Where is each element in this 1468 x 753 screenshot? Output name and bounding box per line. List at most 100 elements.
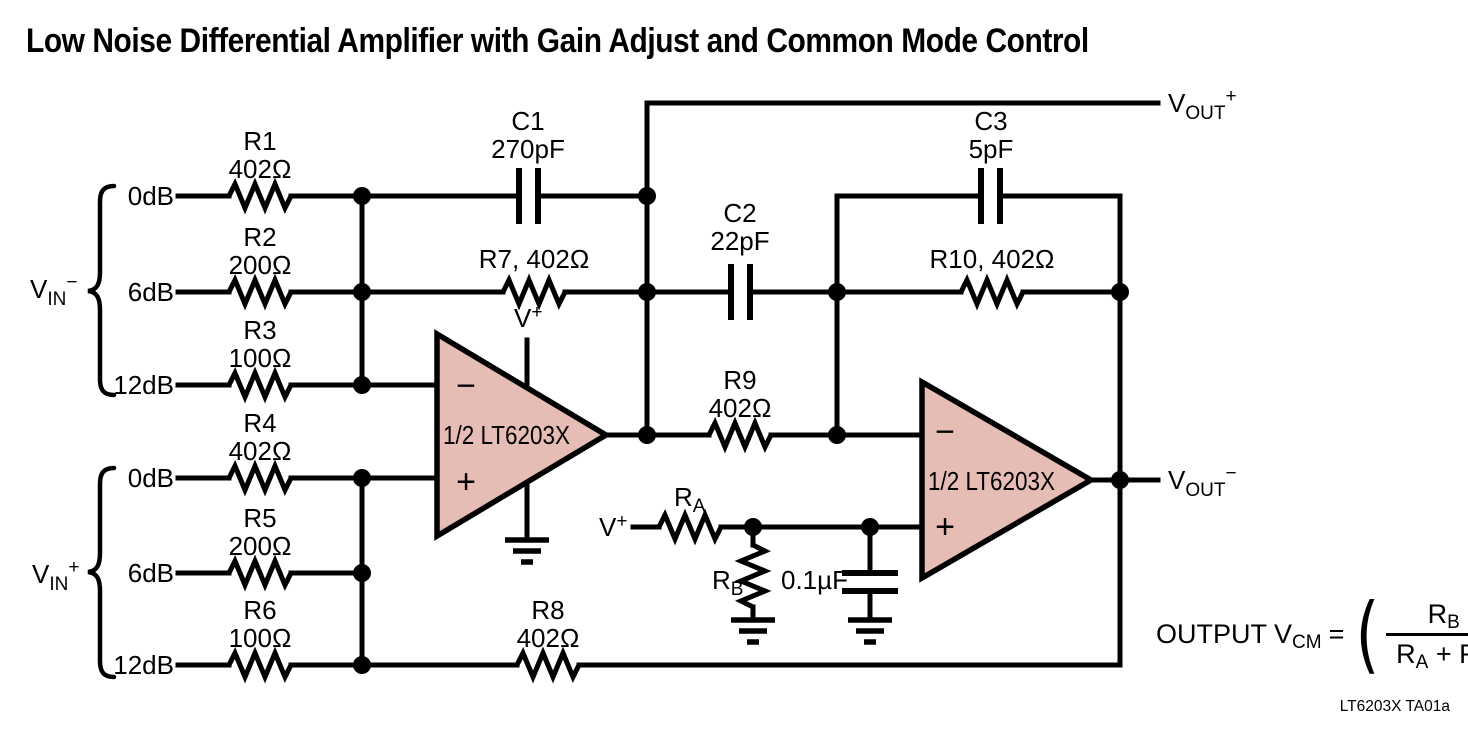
resistor-ra-symbol xyxy=(656,508,724,546)
formula-num-sub: B xyxy=(1447,611,1460,633)
resistor-r7-symbol xyxy=(500,273,568,311)
opamp1-label: 1/2 LT6203X xyxy=(443,420,570,450)
tap-label-vinminus-6db: 6dB xyxy=(128,277,174,307)
capacitor-c1-value: 270pF xyxy=(491,134,565,164)
resistor-r10-symbol xyxy=(958,273,1026,311)
resistor-ra-label: RA xyxy=(674,482,706,517)
resistor-r5-name: R5 xyxy=(243,503,276,533)
resistor-r9-name: R9 xyxy=(723,365,756,395)
resistor-r2-value: 200Ω xyxy=(229,250,292,280)
opamp1-triangle xyxy=(434,329,612,541)
junction-dot xyxy=(353,376,371,394)
resistor-r2-name: R2 xyxy=(243,222,276,252)
resistor-r3-value: 100Ω xyxy=(229,343,292,373)
figure-reference: LT6203X TA01a xyxy=(1340,698,1451,715)
capacitor-symbols xyxy=(516,168,1003,594)
formula-prefix-sub: CM xyxy=(1292,631,1322,653)
cm-vplus-label: V+ xyxy=(599,511,627,542)
junction-dot xyxy=(828,283,846,301)
junction-dot xyxy=(828,426,846,444)
junction-dot xyxy=(638,187,656,205)
resistor-r1-value: 402Ω xyxy=(229,154,292,184)
wires xyxy=(175,100,1161,668)
resistor-r5-value: 200Ω xyxy=(229,531,292,561)
junction-dot xyxy=(353,564,371,582)
formula-open-paren: ( xyxy=(1355,585,1380,683)
ground-bars xyxy=(505,537,549,565)
opamp2-label: 1/2 LT6203X xyxy=(928,466,1055,496)
resistor-r8-value: 402Ω xyxy=(517,623,580,653)
vout-plus-label: VOUT+ xyxy=(1168,86,1237,124)
junction-dot xyxy=(1111,471,1129,489)
junction-dot xyxy=(353,656,371,674)
resistor-r9-value: 402Ω xyxy=(709,393,772,423)
resistor-r6-value: 100Ω xyxy=(229,623,292,653)
capacitor-c1-name: C1 xyxy=(511,106,544,136)
output-vcm-formula: OUTPUT VCM = ( RB RA + RB ) V+ xyxy=(1156,588,1468,680)
ground-bars xyxy=(731,617,775,645)
junction-dot xyxy=(638,426,656,444)
resistor-r9-symbol xyxy=(706,416,774,454)
formula-equals: = xyxy=(1328,618,1345,649)
resistor-r4-value: 402Ω xyxy=(229,436,292,466)
resistor-r6-name: R6 xyxy=(243,595,276,625)
junction-dot xyxy=(353,283,371,301)
opamp2-minus-input-sign: − xyxy=(935,413,955,451)
vout-minus-label: VOUT− xyxy=(1168,463,1237,501)
capacitor-cm-symbol xyxy=(842,570,898,594)
capacitor-c3-name: C3 xyxy=(974,106,1007,136)
capacitor-c3-value: 5pF xyxy=(969,134,1014,164)
opamp2-plus-input-sign: + xyxy=(935,508,955,546)
diagram-title: Low Noise Differential Amplifier with Ga… xyxy=(26,22,1089,60)
wire-c3-left-branch xyxy=(834,193,981,438)
resistor-r1-symbol xyxy=(226,177,294,215)
tap-label-vinplus-0db: 0dB xyxy=(128,463,174,493)
cm-capacitor-value: 0.1µF xyxy=(781,565,848,595)
resistor-symbols xyxy=(226,177,1026,684)
resistor-rb-symbol xyxy=(734,542,772,610)
resistor-r4-symbol xyxy=(226,459,294,497)
opamp1-supply-label: V+ xyxy=(514,302,542,333)
resistor-r5-symbol xyxy=(226,554,294,592)
wire-voutplus-top xyxy=(644,100,1161,438)
tap-label-vinplus-12db: 12dB xyxy=(113,650,174,680)
junction-dot xyxy=(861,518,879,536)
wire-right-bus-to-r8 xyxy=(576,193,1123,668)
resistor-r10-label: R10, 402Ω xyxy=(930,244,1055,274)
capacitor-c2-value: 22pF xyxy=(710,226,769,256)
junction-dot xyxy=(1111,283,1129,301)
vin-plus-label: VIN+ xyxy=(32,557,79,595)
resistor-r2-symbol xyxy=(226,273,294,311)
resistor-r7-label: R7, 402Ω xyxy=(479,244,590,274)
resistor-r8-symbol xyxy=(514,646,582,684)
resistor-r8-name: R8 xyxy=(531,595,564,625)
capacitor-c3-symbol xyxy=(978,168,1003,224)
ground-symbol-cmcap xyxy=(848,617,892,645)
formula-numerator: RB xyxy=(1427,598,1460,633)
resistor-rb-label: RB xyxy=(712,565,743,600)
junction-dot xyxy=(353,187,371,205)
tap-label-vinplus-6db: 6dB xyxy=(128,558,174,588)
tap-label-vinminus-0db: 0dB xyxy=(128,181,174,211)
junction-dot xyxy=(638,283,656,301)
resistor-r6-symbol xyxy=(226,646,294,684)
opamp2-triangle xyxy=(919,377,1097,583)
resistor-r3-name: R3 xyxy=(243,315,276,345)
vin-minus-brace xyxy=(87,183,117,398)
tap-label-vinminus-12db: 12dB xyxy=(113,370,174,400)
opamp1-minus-input-sign: − xyxy=(456,367,476,405)
capacitor-c2-symbol xyxy=(728,264,753,320)
capacitor-c1-symbol xyxy=(516,168,541,224)
vin-minus-label: VIN− xyxy=(30,272,77,310)
vin-plus-brace xyxy=(87,465,117,680)
opamp1-plus-input-sign: + xyxy=(456,463,476,501)
formula-denominator: RA + RB xyxy=(1386,632,1468,672)
ground-symbol-opamp1 xyxy=(505,537,549,565)
resistor-r4-name: R4 xyxy=(243,408,276,438)
resistor-r3-symbol xyxy=(226,366,294,404)
junction-dot xyxy=(353,469,371,487)
formula-prefix: OUTPUT VCM xyxy=(1156,618,1322,653)
ground-bars xyxy=(848,617,892,645)
